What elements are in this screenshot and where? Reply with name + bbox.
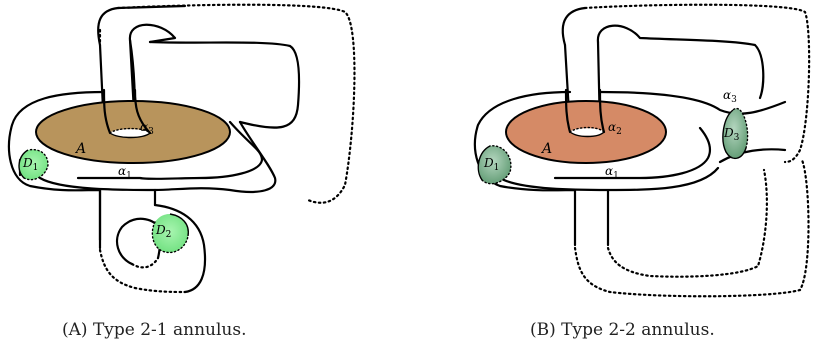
panel-a-lower-right [153,203,207,294]
panel-b-d1-sub: 1 [494,163,500,173]
panel-b-annulus-hole [570,128,604,136]
panel-b-mid-bottom [498,166,720,247]
panel-a-disk-d2-edge [169,213,189,237]
panel-a-inner-right [76,120,264,180]
panel-b-d3-sub: 3 [734,133,740,143]
panel-b-lower-dotted [573,158,810,298]
panel-b: A α2 α1 α3 D1 D3 (B) Type 2-2 annulus. [473,3,811,340]
panel-b-alpha3-sub: 3 [731,95,737,105]
panel-a-alpha1-sub: 1 [126,171,132,181]
panel-a-d2-sub: 2 [166,230,172,240]
panel-a-hole-right [133,88,152,135]
panel-b-hole-bottom-arc [569,131,605,138]
panel-b-upper-left [561,6,587,47]
panel-b-lower-inner-dotted [606,168,768,278]
panel-a-alpha3-sym: α [140,120,148,134]
panel-a-label-D1: D1 [22,156,38,173]
panel-b-disk-d3 [722,108,748,159]
panel-a: A α3 α1 D1 D2 (A) Type 2-1 annulus. [8,3,356,340]
panel-b-alpha2-sub: 2 [616,127,622,137]
panel-b-alpha2-sym: α [608,120,616,134]
panel-b-label-D3: D3 [723,126,740,143]
panel-a-caption: (A) Type 2-1 annulus. [62,320,247,340]
panel-a-d1-sym: D [22,156,33,170]
panel-b-disk-d1 [478,145,511,184]
panel-a-disk-d1-dotted [23,148,49,181]
panel-b-hole-right [598,88,606,134]
panel-a-hole-bottom-arc [109,132,151,139]
panel-a-alpha3-sub: 3 [148,127,154,137]
panel-a-label-alpha3: α3 [140,120,154,137]
panel-a-hole-top [102,88,112,135]
panel-a-annulus-hole [110,129,150,137]
panel-b-d1-sym: D [483,156,494,170]
panel-a-disk-d2 [152,214,189,253]
panel-a-inner-top [148,40,301,129]
panel-a-label-A: A [74,141,86,157]
panel-a-disk-d1 [19,149,48,180]
panel-b-alpha1-sub: 1 [613,171,619,181]
panel-a-upper-loop-dotted [116,3,356,204]
panel-b-label-D1: D1 [483,156,499,173]
panel-b-alpha1-sym: α [605,164,613,178]
panel-b-alpha3-sym: α [723,88,731,102]
panel-a-mid-bottom [38,176,157,192]
panel-b-hole-top-arc [569,126,605,133]
panel-a-lower-dotted [98,248,187,294]
panel-a-inner-loop-dotted [130,256,160,269]
panel-b-inner-right [553,126,711,180]
panel-a-inner-loop [115,217,162,266]
panel-b-right-upper [598,90,787,115]
panel-b-hole-left [564,88,572,134]
panel-b-d3-sym: D [723,126,734,140]
panel-b-upper-inner [596,24,765,100]
panel-b-label-A: A [540,141,552,157]
panel-b-label-alpha2: α2 [608,120,622,137]
panel-a-alpha1-sym: α [118,164,126,178]
panel-b-outer-left [473,90,577,247]
panel-b-right-lower [718,148,787,164]
panel-b-disk-d1-edge [477,145,491,181]
panel-b-disk-d1-dotted [481,145,512,185]
panel-b-upper-dotted [583,3,811,164]
panel-a-label-D2: D2 [155,223,171,240]
panel-a-hole-top-arc [109,127,151,134]
panel-a-disk-d1-edge [18,149,29,179]
panel-b-disk-d3-dotted [732,107,749,149]
panel-b-disk-d3-edge [722,109,747,159]
panel-a-d1-sub: 1 [33,163,39,173]
panel-a-d2-sym: D [155,223,166,237]
panel-b-label-alpha3: α3 [723,88,737,105]
panel-a-label-alpha1: α1 [118,164,132,181]
panel-b-label-alpha1: α1 [605,164,619,181]
panel-a-disk-d2-dotted [151,221,189,254]
panel-b-caption: (B) Type 2-2 annulus. [530,320,715,340]
